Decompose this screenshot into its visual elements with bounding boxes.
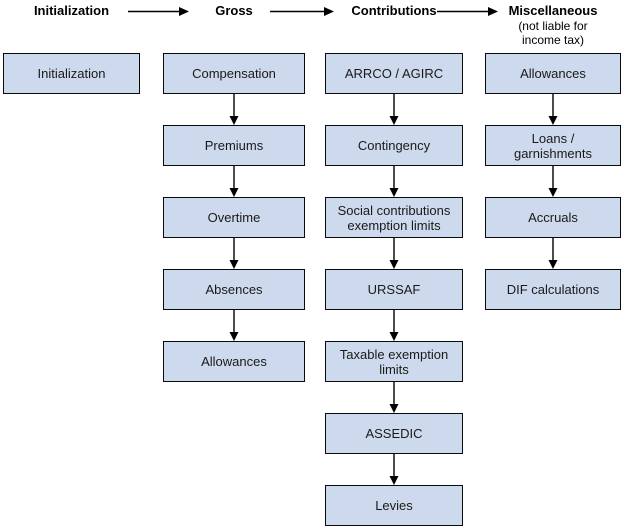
down-arrow xyxy=(229,238,239,269)
down-arrowhead xyxy=(229,332,239,341)
down-arrow xyxy=(229,310,239,341)
flow-box-label: Taxable exemption limits xyxy=(339,346,449,377)
flow-box-label: ASSEDIC xyxy=(365,426,423,441)
flow-box-miscellaneous-accruals: Accruals xyxy=(485,197,621,238)
flow-box-contributions-arrco-agirc: ARRCO / AGIRC xyxy=(325,53,463,94)
flow-box-gross-premiums: Premiums xyxy=(163,125,305,166)
flow-box-gross-overtime: Overtime xyxy=(163,197,305,238)
down-arrowhead xyxy=(389,260,399,269)
down-arrowhead xyxy=(548,260,558,269)
column-header-miscellaneous: Miscellaneous xyxy=(508,3,598,18)
flow-box-label: Initialization xyxy=(37,66,106,81)
column-header-subtitle-line: income tax) xyxy=(521,33,585,47)
down-arrowhead xyxy=(229,188,239,197)
flow-box-label: Allowances xyxy=(201,354,267,369)
down-arrow xyxy=(389,94,399,125)
flow-box-contributions-assedic: ASSEDIC xyxy=(325,413,463,454)
down-arrow xyxy=(389,166,399,197)
flow-box-label: Accruals xyxy=(528,210,578,225)
flow-box-contributions-contingency: Contingency xyxy=(325,125,463,166)
flow-box-label: ARRCO / AGIRC xyxy=(344,66,444,81)
column-header-gross: Gross xyxy=(215,3,253,18)
column-header-subtitle-line: (not liable for xyxy=(518,19,588,33)
flow-box-label: Contingency xyxy=(357,138,431,153)
down-arrowhead xyxy=(229,260,239,269)
down-arrowhead xyxy=(389,332,399,341)
down-arrow xyxy=(548,238,558,269)
down-arrow xyxy=(389,382,399,413)
flow-box-gross-absences: Absences xyxy=(163,269,305,310)
down-arrowhead xyxy=(389,116,399,125)
down-arrowhead xyxy=(229,116,239,125)
flow-box-label: Overtime xyxy=(207,210,261,225)
down-arrow xyxy=(389,238,399,269)
down-arrowhead xyxy=(548,116,558,125)
flow-box-gross-compensation: Compensation xyxy=(163,53,305,94)
flow-box-label: Compensation xyxy=(192,66,276,81)
flow-box-contributions-urssaf: URSSAF xyxy=(325,269,463,310)
down-arrowhead xyxy=(389,404,399,413)
flow-box-miscellaneous-loans-garnishments: Loans / garnishments xyxy=(485,125,621,166)
flow-box-contributions-social-contributions-exemption-limits: Social contributions exemption limits xyxy=(325,197,463,238)
flow-box-label: Premiums xyxy=(204,138,264,153)
flow-box-miscellaneous-allowances: Allowances xyxy=(485,53,621,94)
column-header-contributions: Contributions xyxy=(351,3,437,18)
flow-box-miscellaneous-dif-calculations: DIF calculations xyxy=(485,269,621,310)
down-arrowhead xyxy=(389,188,399,197)
flow-box-label: DIF calculations xyxy=(506,282,600,297)
down-arrowhead xyxy=(389,476,399,485)
down-arrow xyxy=(389,310,399,341)
flow-box-label: Absences xyxy=(205,282,263,297)
flow-box-initialization-initialization: Initialization xyxy=(3,53,140,94)
flow-box-label: Allowances xyxy=(520,66,586,81)
down-arrow xyxy=(548,94,558,125)
flow-box-label: Loans / garnishments xyxy=(513,130,593,161)
down-arrow xyxy=(389,454,399,485)
flow-box-contributions-levies: Levies xyxy=(325,485,463,526)
flow-box-contributions-taxable-exemption-limits: Taxable exemption limits xyxy=(325,341,463,382)
down-arrow xyxy=(548,166,558,197)
down-arrow xyxy=(229,94,239,125)
flow-box-label: Levies xyxy=(375,498,413,513)
down-arrow xyxy=(229,166,239,197)
flow-box-label: Social contributions exemption limits xyxy=(337,202,451,233)
column-header-initialization: Initialization xyxy=(33,3,110,18)
down-arrowhead xyxy=(548,188,558,197)
flow-box-gross-allowances: Allowances xyxy=(163,341,305,382)
flow-box-label: URSSAF xyxy=(367,282,421,297)
